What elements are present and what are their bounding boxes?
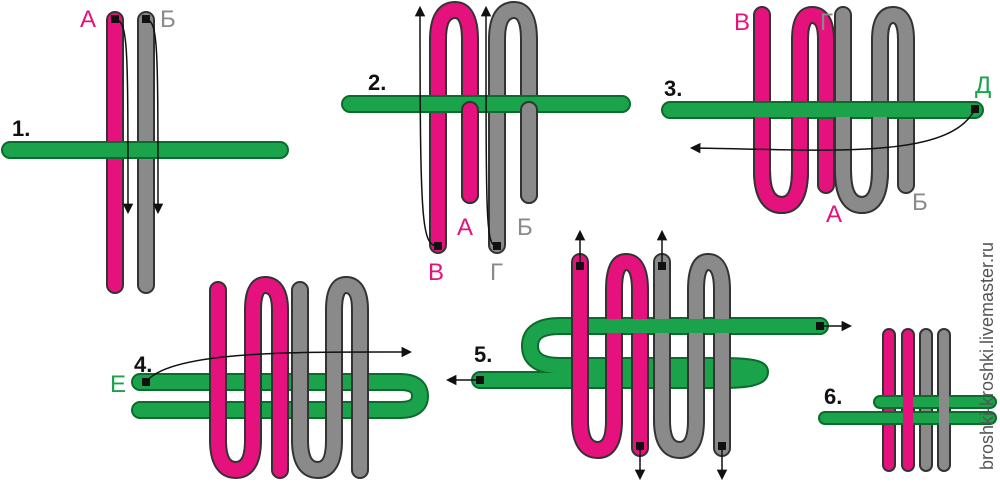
step-2 xyxy=(341,0,631,254)
step-number-4: 4. xyxy=(134,352,152,377)
label-d-step3: Д xyxy=(975,72,991,99)
step-4 xyxy=(131,275,430,480)
label-e-step4: Е xyxy=(110,371,126,398)
label-g-step3: Г xyxy=(820,9,833,36)
step-number-3: 3. xyxy=(664,76,682,101)
step-3 xyxy=(661,5,984,215)
label-b-step3: Б xyxy=(912,189,928,216)
step-number-5: 5. xyxy=(474,342,492,367)
step-number-2: 2. xyxy=(368,70,386,95)
label-v-step2: В xyxy=(428,259,444,286)
label-b-step2: Б xyxy=(517,214,533,241)
step-1 xyxy=(1,11,289,294)
step-number-1: 1. xyxy=(12,116,30,141)
label-b-step1: Б xyxy=(160,6,176,33)
step-5 xyxy=(445,229,853,481)
label-g-step2: Г xyxy=(490,259,503,286)
label-a-step2: А xyxy=(457,214,473,241)
step-6 xyxy=(818,328,997,472)
step-number-6: 6. xyxy=(824,384,842,409)
label-a-step3: А xyxy=(826,201,842,228)
label-a-step1: А xyxy=(80,6,96,33)
watermark-text: broshki-kroshki.livemaster.ru xyxy=(977,242,997,470)
label-v-step3: В xyxy=(734,9,750,36)
